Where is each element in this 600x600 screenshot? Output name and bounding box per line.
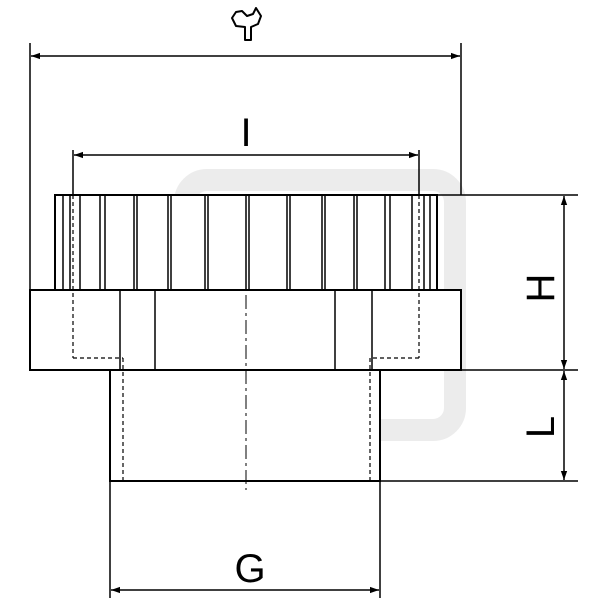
thread-length-dimension: I xyxy=(72,111,420,195)
h-label: H xyxy=(519,274,563,303)
knurl-lines xyxy=(62,195,431,290)
g-label: G xyxy=(234,547,265,591)
overall-width-dimension xyxy=(29,7,462,290)
l-label: L xyxy=(519,416,563,438)
hidden-lines xyxy=(72,195,420,481)
wrench-icon xyxy=(231,7,262,41)
i-label: I xyxy=(240,111,251,155)
thread-stub xyxy=(109,369,381,482)
thread-diameter-dimension: G xyxy=(109,481,381,598)
height-dimensions: H L xyxy=(380,194,578,482)
